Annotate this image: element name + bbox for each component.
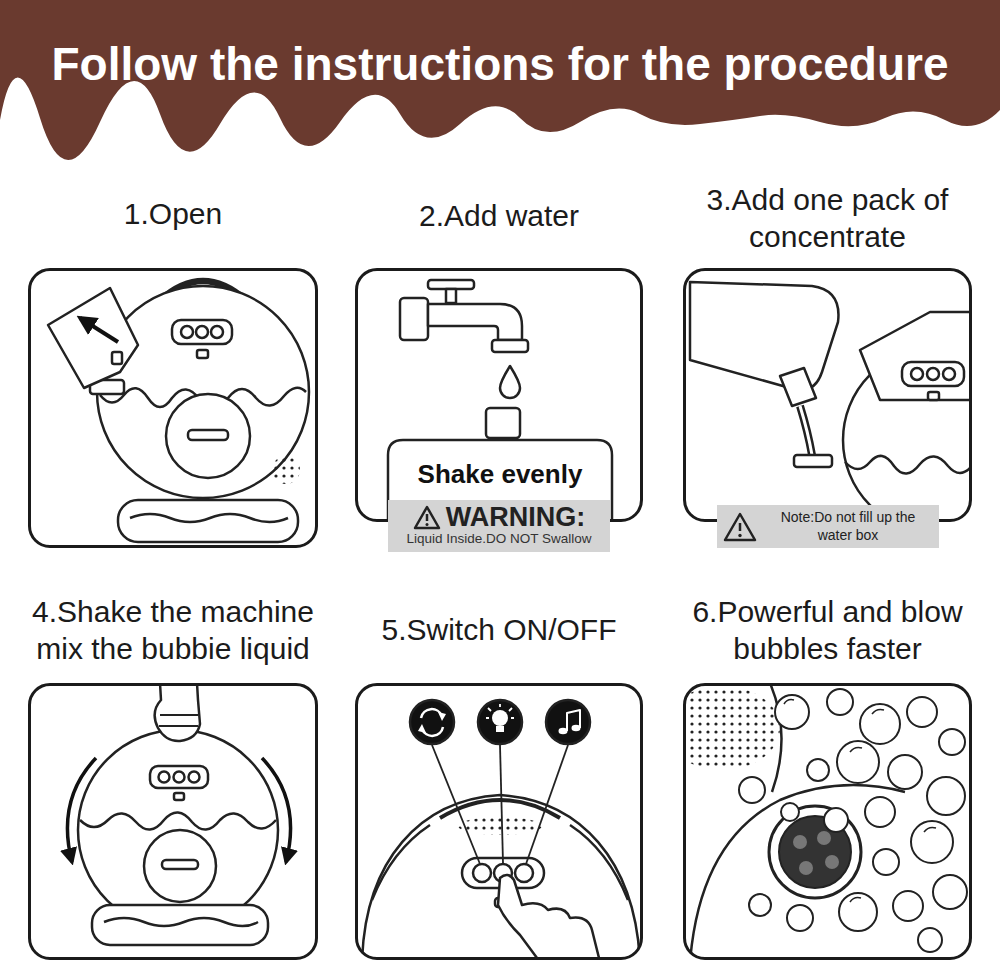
step-panel: 6.Powerful and blow bubbles faster [683, 683, 972, 960]
warning-band: WARNING:Liquid Inside.DO NOT Swallow [388, 500, 610, 552]
machine-open-drawing [48, 281, 309, 542]
warning-row: WARNING: [392, 503, 606, 531]
warning-icon [413, 505, 441, 530]
heading-group: 2.Add water [339, 197, 659, 235]
shake-machine-drawing [67, 685, 290, 945]
heading-group: 5.Switch ON/OFF [339, 611, 659, 649]
heading-group: 6.Powerful and blow bubbles faster [668, 593, 988, 668]
warning-text: Liquid Inside.DO NOT Swallow [392, 531, 606, 547]
step-panel: 1.Open [28, 268, 318, 548]
warning-heading: WARNING: [446, 503, 585, 531]
note-text: Note:Do not fill up the water box [763, 509, 933, 544]
header-banner [0, 0, 1000, 160]
step-panel: 5.Switch ON/OFF [355, 683, 643, 960]
bottle-label: Shake evenly [418, 459, 583, 490]
note-column: Note:Do not fill up the water box [763, 509, 933, 544]
step-heading: 4.Shake the machine mix the bubbie liqui… [13, 593, 333, 668]
step-heading: 6.Powerful and blow bubbles faster [668, 593, 988, 668]
step-heading: 1.Open [13, 195, 333, 233]
concentrate-pack-drawing [690, 282, 970, 520]
faucet-bottle-drawing [388, 280, 612, 520]
step-panel: 4.Shake the machine mix the bubbie liqui… [28, 683, 318, 960]
step-heading: 2.Add water [339, 197, 659, 235]
heading-group: 4.Shake the machine mix the bubbie liqui… [13, 593, 333, 668]
step-heading: 5.Switch ON/OFF [339, 611, 659, 649]
step-heading: 3.Add one pack of concentrate [668, 181, 988, 256]
heading-group: 1.Open [13, 195, 333, 233]
switch-drawing [362, 700, 640, 958]
note-band: Note:Do not fill up the water box [717, 505, 939, 548]
bubbles-drawing [685, 685, 967, 958]
heading-group: 3.Add one pack of concentrate [668, 181, 988, 256]
page-title: Follow the instructions for the procedur… [51, 38, 948, 91]
warning-icon [723, 512, 757, 542]
step-panel: Note:Do not fill up the water box3.Add o… [683, 268, 972, 522]
